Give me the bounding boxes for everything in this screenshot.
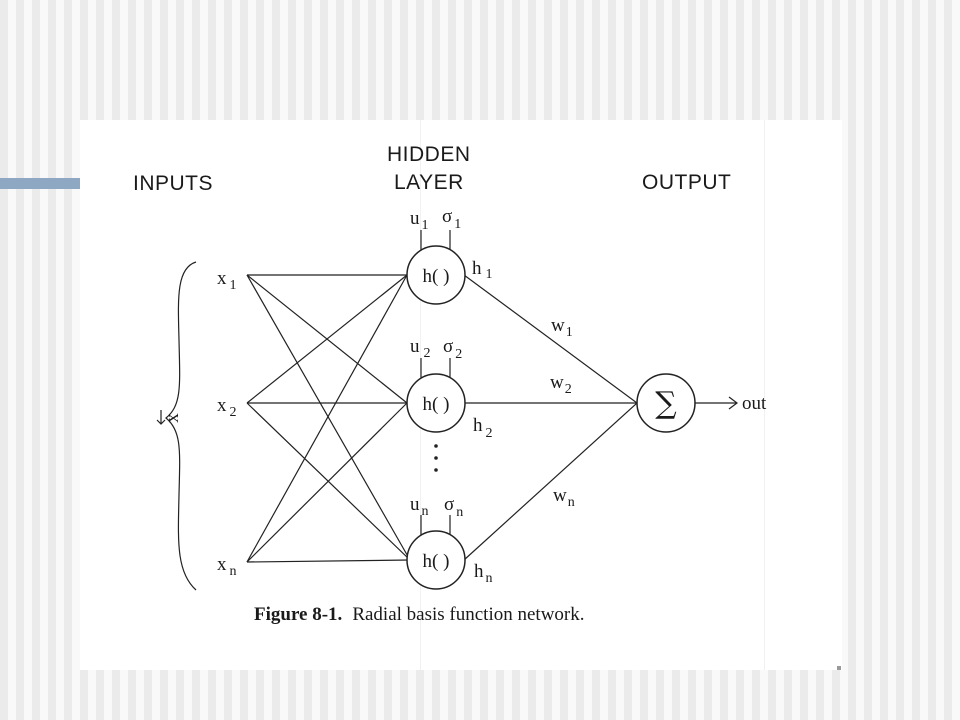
input-vector-label: x [156,410,183,425]
output-label: out [742,393,767,414]
weight-w2: w2 [550,372,572,397]
svg-text:σn: σn [444,494,463,520]
sigma-sum-icon: ∑ [655,386,677,421]
weight-w1: w1 [551,315,573,340]
slide-accent-bar [0,178,80,189]
scan-guide-line [764,120,765,670]
svg-text:x1: x1 [217,268,237,293]
svg-text:h( ): h( ) [423,394,450,415]
svg-text:σ1: σ1 [442,206,461,232]
ellipsis-dots [434,444,438,472]
output-sum-node: ∑ [636,373,696,433]
output-arrow-icon [695,396,738,410]
svg-text:u2: u2 [410,336,431,361]
svg-text:σ2: σ2 [443,336,462,362]
input-brace [165,261,197,591]
svg-text:h( ): h( ) [423,551,450,572]
svg-text:hn: hn [474,561,493,586]
svg-text:un: un [410,494,429,519]
svg-text:x: x [162,413,183,423]
svg-text:h( ): h( ) [423,266,450,287]
svg-text:x2: x2 [217,395,237,420]
output-header: OUTPUT [642,171,731,194]
inputs-header: INPUTS [133,172,213,195]
hidden-output-connections [463,274,638,561]
svg-text:h1: h1 [472,258,493,282]
vector-arrow-icon [156,410,166,425]
weight-wn: wn [553,485,575,510]
hidden-header-line2: LAYER [394,171,464,194]
svg-text:xn: xn [217,554,237,579]
svg-text:h2: h2 [473,415,493,441]
figure-caption: Figure 8-1. Radial basis function networ… [254,604,585,625]
input-hidden-connections [246,274,411,563]
corner-mark [837,666,841,670]
hidden-header-line1: HIDDEN [387,143,471,166]
svg-text:u1: u1 [410,208,429,233]
